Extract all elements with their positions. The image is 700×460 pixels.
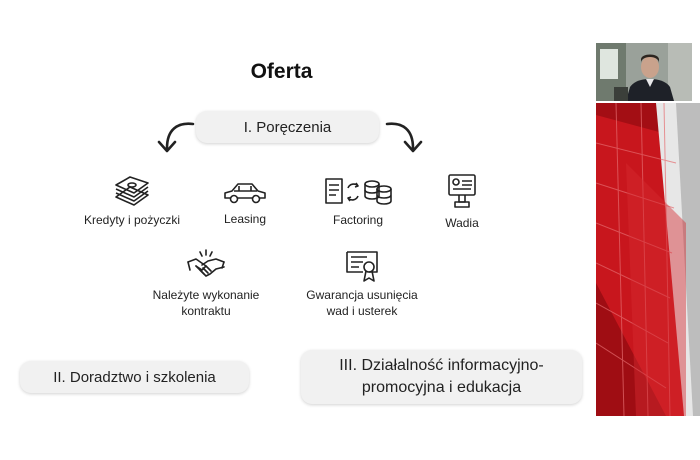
offer-item-gwarancja: Gwarancja usunięcia wad i usterek [298, 248, 426, 319]
offer-item-label: kontraktu [181, 304, 231, 318]
curved-arrow-right-icon [385, 122, 423, 153]
banknotes-stack-icon [115, 176, 149, 206]
red-glass-facade-graphic [596, 103, 700, 416]
offer-item-label: Leasing [223, 212, 267, 226]
car-icon [224, 183, 266, 204]
webcam-thumbnail[interactable] [596, 43, 692, 101]
section-dzialalnosc: III. Działalność informacyjno- promocyjn… [301, 350, 582, 404]
curved-arrow-left-icon [157, 122, 195, 153]
section-doradztwo: II. Doradztwo i szkolenia [20, 361, 249, 393]
offer-item-label: Należyte wykonanie [152, 288, 260, 302]
slide-title: Oferta [250, 60, 313, 83]
offer-item-kredyty: Kredyty i pożyczki [76, 175, 188, 228]
handshake-icon [187, 249, 225, 277]
certificate-card-icon [448, 174, 476, 208]
offer-item-label: Gwarancja usunięcia [306, 288, 418, 302]
offer-item-wykonanie-kontraktu: Należyte wykonanie kontraktu [148, 248, 264, 319]
offer-item-wadia: Wadia [435, 172, 489, 231]
offer-item-label: Wadia [445, 216, 479, 230]
offer-item-leasing: Leasing [213, 178, 277, 227]
presenter-video-frame [596, 43, 692, 101]
section-label-line1: III. Działalność informacyjno- [339, 357, 544, 374]
section-label-line2: promocyjna i edukacja [361, 379, 522, 396]
offer-item-label: Kredyty i pożyczki [83, 213, 181, 227]
offer-item-factoring: Factoring [318, 175, 398, 228]
certificate-diploma-icon [346, 251, 378, 282]
decorative-red-panel [596, 103, 700, 416]
offer-item-label: wad i usterek [326, 304, 398, 318]
offer-item-label: Factoring [332, 213, 384, 227]
section-poreczenia: I. Poręczenia [196, 111, 379, 143]
invoice-exchange-coins-icon [325, 178, 392, 205]
